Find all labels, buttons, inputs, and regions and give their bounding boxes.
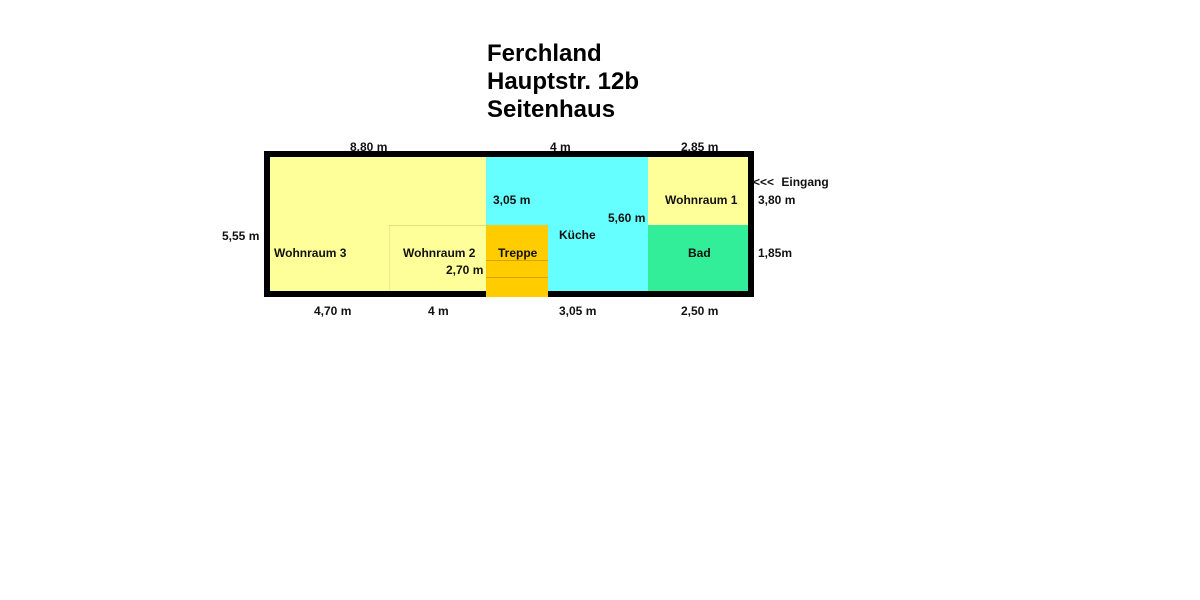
- title-street: Hauptstr. 12b: [487, 68, 640, 95]
- title-town: Ferchland: [487, 40, 602, 67]
- dim-bottom-4: 2,50 m: [681, 304, 719, 318]
- wall-left: [264, 151, 270, 297]
- stair-step-line: [486, 260, 548, 261]
- label-wohnraum-3: Wohnraum 3: [274, 246, 347, 260]
- dim-wohnraum-2-inner: 2,70 m: [446, 263, 484, 277]
- dim-right-upper: 3,80 m: [758, 193, 796, 207]
- label-bad: Bad: [688, 246, 711, 260]
- room-bad: [648, 225, 748, 291]
- dim-left-height: 5,55 m: [222, 229, 260, 243]
- dim-bottom-1: 4,70 m: [314, 304, 352, 318]
- label-kueche: Küche: [559, 228, 596, 242]
- dim-bottom-2: 4 m: [428, 304, 449, 318]
- room-wohnraum-1: [648, 157, 748, 225]
- entrance-arrow-icon: <<<: [753, 175, 775, 189]
- dim-bottom-3: 3,05 m: [559, 304, 597, 318]
- room-wohnraum-2: [389, 225, 486, 291]
- entrance-marker: <<< Eingang: [753, 175, 829, 189]
- entrance-label: Eingang: [781, 175, 829, 189]
- wall-right: [748, 151, 754, 297]
- dim-top-mid: 4 m: [550, 140, 571, 154]
- stair-step-line: [486, 277, 548, 278]
- title-building: Seitenhaus: [487, 96, 616, 123]
- dim-kueche-inner-left: 3,05 m: [493, 193, 531, 207]
- label-treppe: Treppe: [498, 246, 538, 260]
- label-wohnraum-1: Wohnraum 1: [665, 193, 738, 207]
- dim-kueche-inner-right: 5,60 m: [608, 211, 646, 225]
- wall-bottom-left: [264, 291, 486, 297]
- label-wohnraum-2: Wohnraum 2: [403, 246, 476, 260]
- dim-top-left: 8,80 m: [350, 140, 388, 154]
- wall-top: [264, 151, 754, 157]
- plan-title: Ferchland Hauptstr. 12b Seitenhaus: [487, 40, 639, 124]
- wall-bottom-right: [548, 291, 754, 297]
- dim-right-lower: 1,85m: [758, 246, 793, 260]
- room-treppe: [486, 225, 548, 297]
- dim-top-right: 2,85 m: [681, 140, 719, 154]
